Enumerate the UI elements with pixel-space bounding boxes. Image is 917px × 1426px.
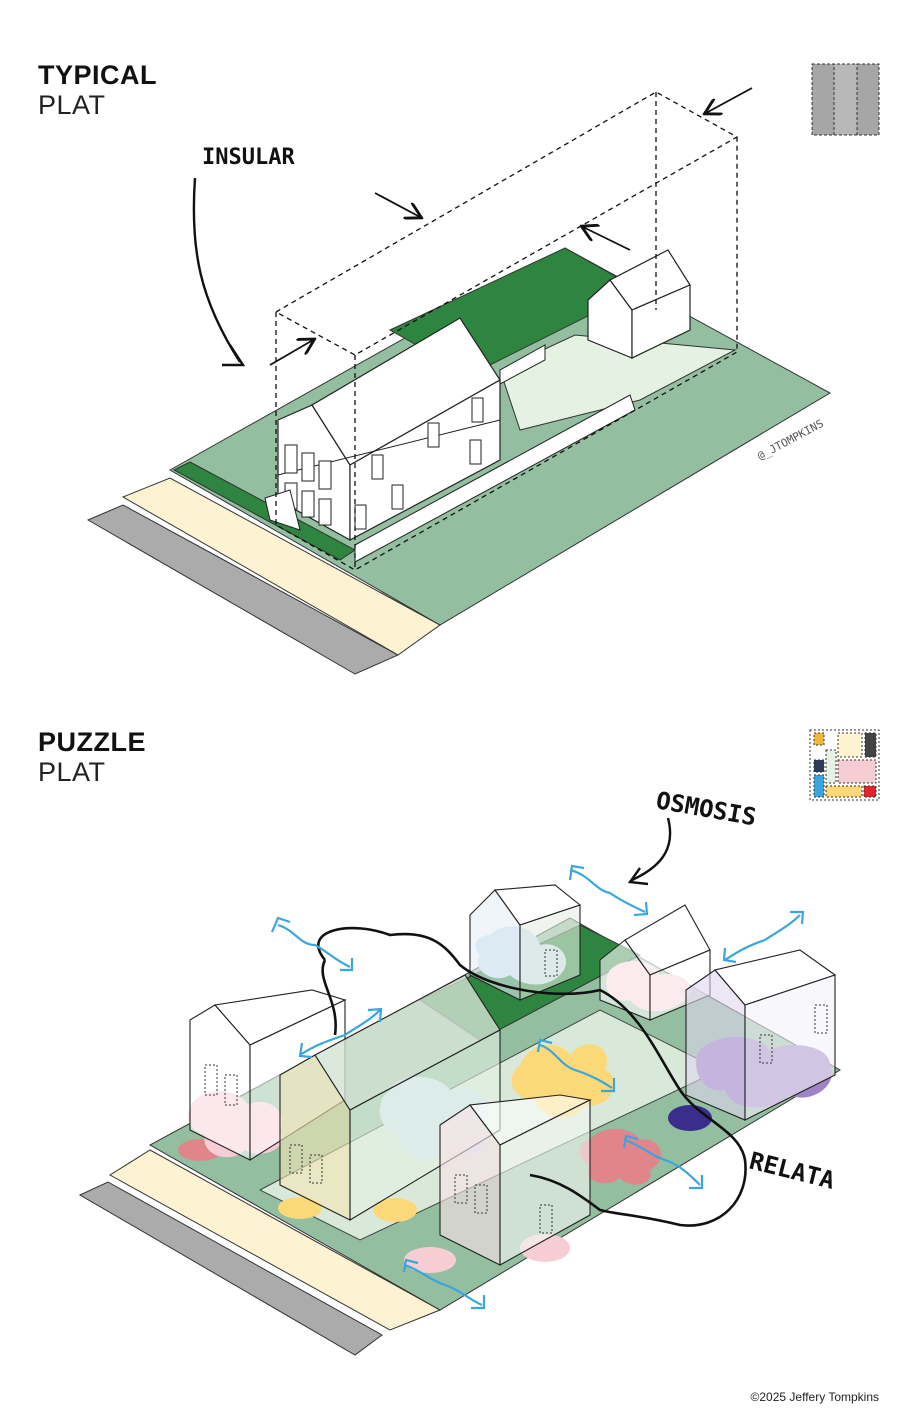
- typical-plat-diagram: INSULAR @_JTOMPKINS: [86, 63, 880, 675]
- back-house-top: [587, 249, 691, 359]
- street-bottom: [78, 1181, 383, 1356]
- side-yard-top: [499, 334, 737, 431]
- typical-legend-icon: [811, 63, 880, 136]
- insular-curve-arrow: [192, 177, 242, 363]
- puzzle-plat-title: PUZZLE PLAT: [38, 727, 146, 787]
- osmosis-arrowhead: [627, 867, 649, 886]
- main-house-top: [264, 317, 501, 542]
- typical-title-light: PLAT: [38, 90, 106, 120]
- copyright-credit: ©2025 Jeffery Tompkins: [750, 1390, 879, 1404]
- insular-arrows: [269, 87, 753, 366]
- relata-label: RELATA: [747, 1147, 838, 1195]
- osmosis-arrows: [270, 864, 805, 1310]
- puzzle-plat-diagram: OSMOSIS RELATA: [78, 729, 880, 1356]
- puzzle-houses: [189, 884, 837, 1266]
- puzzle-title-bold: PUZZLE: [38, 727, 146, 757]
- puzzle-legend-icon: [809, 729, 880, 801]
- relata-loop: [317, 926, 747, 1227]
- puzzle-title-light: PLAT: [38, 757, 106, 787]
- osmosis-curve-arrow: [631, 817, 672, 882]
- zoning-envelope: [274, 91, 739, 571]
- dashed-windows: [204, 949, 828, 1234]
- typical-plat-title: TYPICAL PLAT: [38, 60, 157, 120]
- insular-label: INSULAR: [202, 145, 295, 170]
- typical-title-bold: TYPICAL: [38, 60, 158, 90]
- insular-arrowhead: [222, 344, 246, 367]
